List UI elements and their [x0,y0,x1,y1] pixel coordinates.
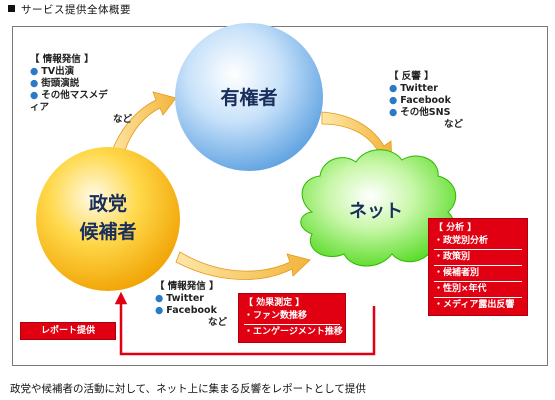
dot-bullet-icon: ● [389,83,398,94]
divider [244,324,340,325]
square-bullet-icon [8,5,15,12]
info-box-reaction: 【 反響 】 ●Twitter ●Facebook ●その他SNS など [389,71,463,131]
report-label: レポート提供 [20,322,116,340]
footer-caption: 政党や候補者の活動に対して、ネット上に集まる反響をレポートとして提供 [10,383,366,395]
analysis-box: 【 分析 】 ・政党別分析 ・政策別 ・候補者別 ・性別×年代 ・メディア露出反… [428,218,528,316]
net-label: ネット [349,201,403,222]
list-item: ●Facebook [155,305,217,316]
list-item: ●Twitter [389,83,438,94]
divider [434,265,522,266]
analysis-title: 【 分析 】 [434,223,477,233]
dot-bullet-icon: ● [30,78,39,89]
divider [434,249,522,250]
list-item: ●街頭演説 [30,78,80,89]
list-item: ●TV出演 [30,66,75,77]
info-box-tail: など [207,317,227,328]
info-box-sns-title: 【 情報発信 】 [155,281,219,292]
list-item: ・政策別 [434,252,471,262]
net-cloud [300,149,457,267]
effect-measurement-box: 【 効果測定 】 ・ファン数推移 ・エンゲージメント推移 [238,293,346,343]
dot-bullet-icon: ● [155,305,164,316]
list-item: ・性別×年代 [434,284,487,294]
dot-bullet-icon: ● [30,90,39,101]
party-label-line1: 政党 [89,192,127,215]
info-box-tail: など [443,119,463,130]
divider [434,297,522,298]
info-box-broadcast-title: 【 情報発信 】 [30,54,94,65]
dot-bullet-icon: ● [389,95,398,106]
list-item: ●その他SNS [389,107,451,118]
header-title: サービス提供全体概要 [21,4,131,16]
list-item: ・ファン数推移 [244,311,308,321]
list-item: ・候補者別 [434,268,480,278]
list-item: ・メディア露出反響 [434,300,515,310]
list-item: ・エンゲージメント推移 [244,327,343,337]
info-box-reaction-title: 【 反響 】 [389,71,434,82]
page-header: サービス提供全体概要 [8,2,131,17]
list-item: ●Twitter [155,293,204,304]
voters-label: 有権者 [220,86,277,109]
party-label-line2: 候補者 [79,220,136,243]
effect-title: 【 効果測定 】 [244,298,305,308]
dot-bullet-icon: ● [389,107,398,118]
diagram-frame [12,26,548,366]
dot-bullet-icon: ● [30,66,39,77]
arrow-party-to-net [175,251,311,280]
voters-node [175,23,323,171]
list-item: ●その他マスメディア [30,90,108,113]
list-item: ・政党別分析 [434,236,489,246]
info-box-sns: 【 情報発信 】 ●Twitter ●Facebook など [155,281,227,329]
dot-bullet-icon: ● [155,293,164,304]
info-box-broadcast: 【 情報発信 】 ●TV出演 ●街頭演説 ●その他マスメディア など [30,54,132,126]
party-node [36,147,180,291]
list-item: ●Facebook [389,95,451,106]
info-box-tail: など [112,114,132,125]
report-feedback-line [114,291,376,356]
divider [434,281,522,282]
